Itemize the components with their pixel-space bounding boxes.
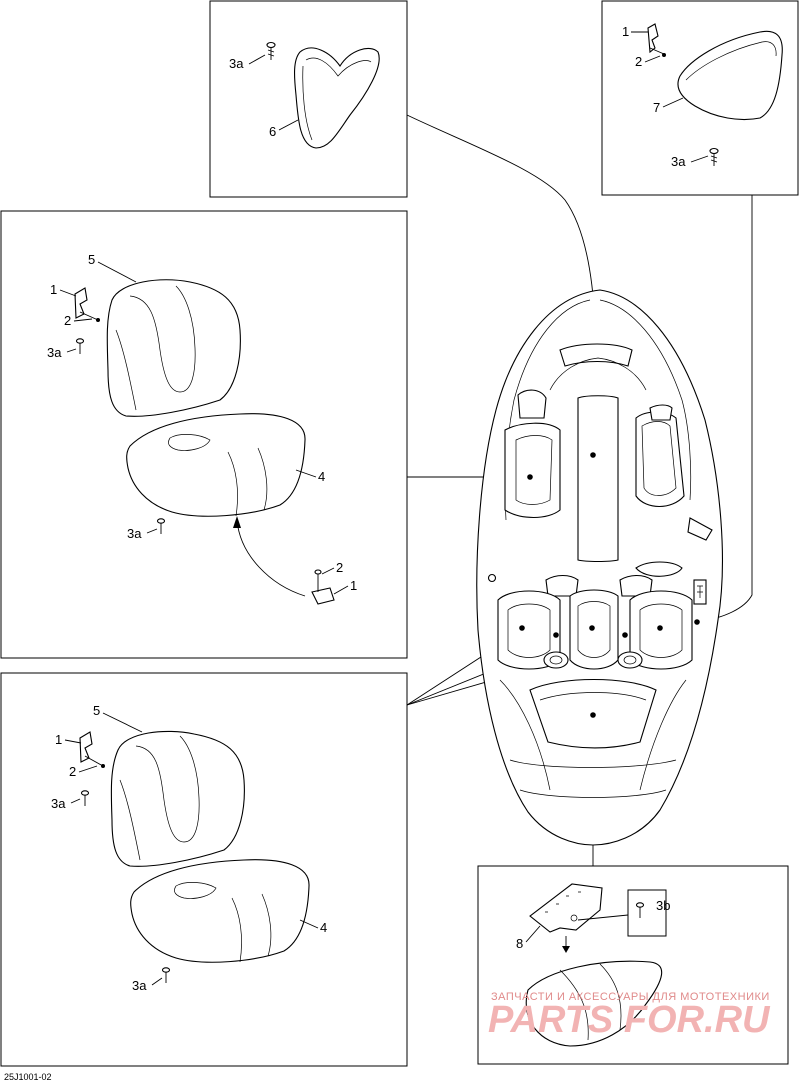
callout-6: 6 xyxy=(269,124,276,139)
arrow-head xyxy=(233,516,241,528)
callout-3a-low-bottom: 3a xyxy=(132,978,147,993)
detail-box-3b xyxy=(627,889,667,937)
callout-4-low: 4 xyxy=(320,920,327,935)
part-4-cushion-low xyxy=(130,859,310,963)
hinge-bracket-icon xyxy=(311,569,335,605)
part-5-backrest-mid xyxy=(106,279,241,417)
watermark-tagline: ЗАПЧАСТИ И АКСЕССУАРЫ ДЛЯ МОТОТЕХНИКИ xyxy=(491,991,770,1003)
callout-4-mid: 4 xyxy=(318,469,325,484)
frame-low-left xyxy=(0,672,408,1067)
part-6-cushion xyxy=(293,47,380,149)
hinge-bracket-icon xyxy=(74,287,100,322)
callout-1-low: 1 xyxy=(55,732,62,747)
frame-top-right xyxy=(601,0,799,196)
callout-3a-mid-low: 3a xyxy=(127,526,142,541)
part-8-plate xyxy=(529,883,603,933)
screw-icon xyxy=(709,147,719,166)
part-7-seat xyxy=(677,30,783,121)
callout-1-hinge: 1 xyxy=(350,578,357,593)
arrow-head xyxy=(562,946,570,953)
callout-1-mid: 1 xyxy=(50,282,57,297)
screw-icon xyxy=(80,790,90,806)
hinge-bracket-icon xyxy=(647,23,666,57)
screw-icon xyxy=(635,902,645,918)
diagram-code: 25J1001-02 xyxy=(4,1072,52,1082)
hull-nose-detail xyxy=(525,960,663,1047)
callout-3b: 3b xyxy=(656,898,670,913)
callout-3a-top-right: 3a xyxy=(671,154,686,169)
frame-mid-left xyxy=(0,210,408,659)
callout-3a-mid: 3a xyxy=(47,345,62,360)
callout-1-top: 1 xyxy=(622,24,629,39)
hull-mount-points xyxy=(519,452,700,718)
part-5-backrest-low xyxy=(110,730,245,867)
part-4-cushion-mid xyxy=(126,413,306,517)
callout-5-mid: 5 xyxy=(88,252,95,267)
callout-7: 7 xyxy=(653,100,660,115)
frame-bottom-right xyxy=(477,865,789,1065)
screw-icon xyxy=(266,41,276,60)
callout-2-low: 2 xyxy=(69,764,76,779)
frame-top-center xyxy=(209,0,408,198)
watermark-brand: PARTS FOR.RU xyxy=(488,999,771,1041)
callout-3a-low: 3a xyxy=(51,796,66,811)
callout-2-mid: 2 xyxy=(64,313,71,328)
callout-5-low: 5 xyxy=(93,703,100,718)
callout-2-top: 2 xyxy=(635,54,642,69)
callout-8: 8 xyxy=(516,936,523,951)
callout-3a-top-left: 3a xyxy=(229,56,244,71)
screw-icon xyxy=(75,338,85,354)
screw-icon xyxy=(156,518,166,534)
hinge-bracket-icon xyxy=(79,731,105,768)
screw-icon xyxy=(161,967,171,983)
callout-2-hinge: 2 xyxy=(336,560,343,575)
arrow-curve xyxy=(236,519,306,597)
hull-body xyxy=(476,289,723,846)
